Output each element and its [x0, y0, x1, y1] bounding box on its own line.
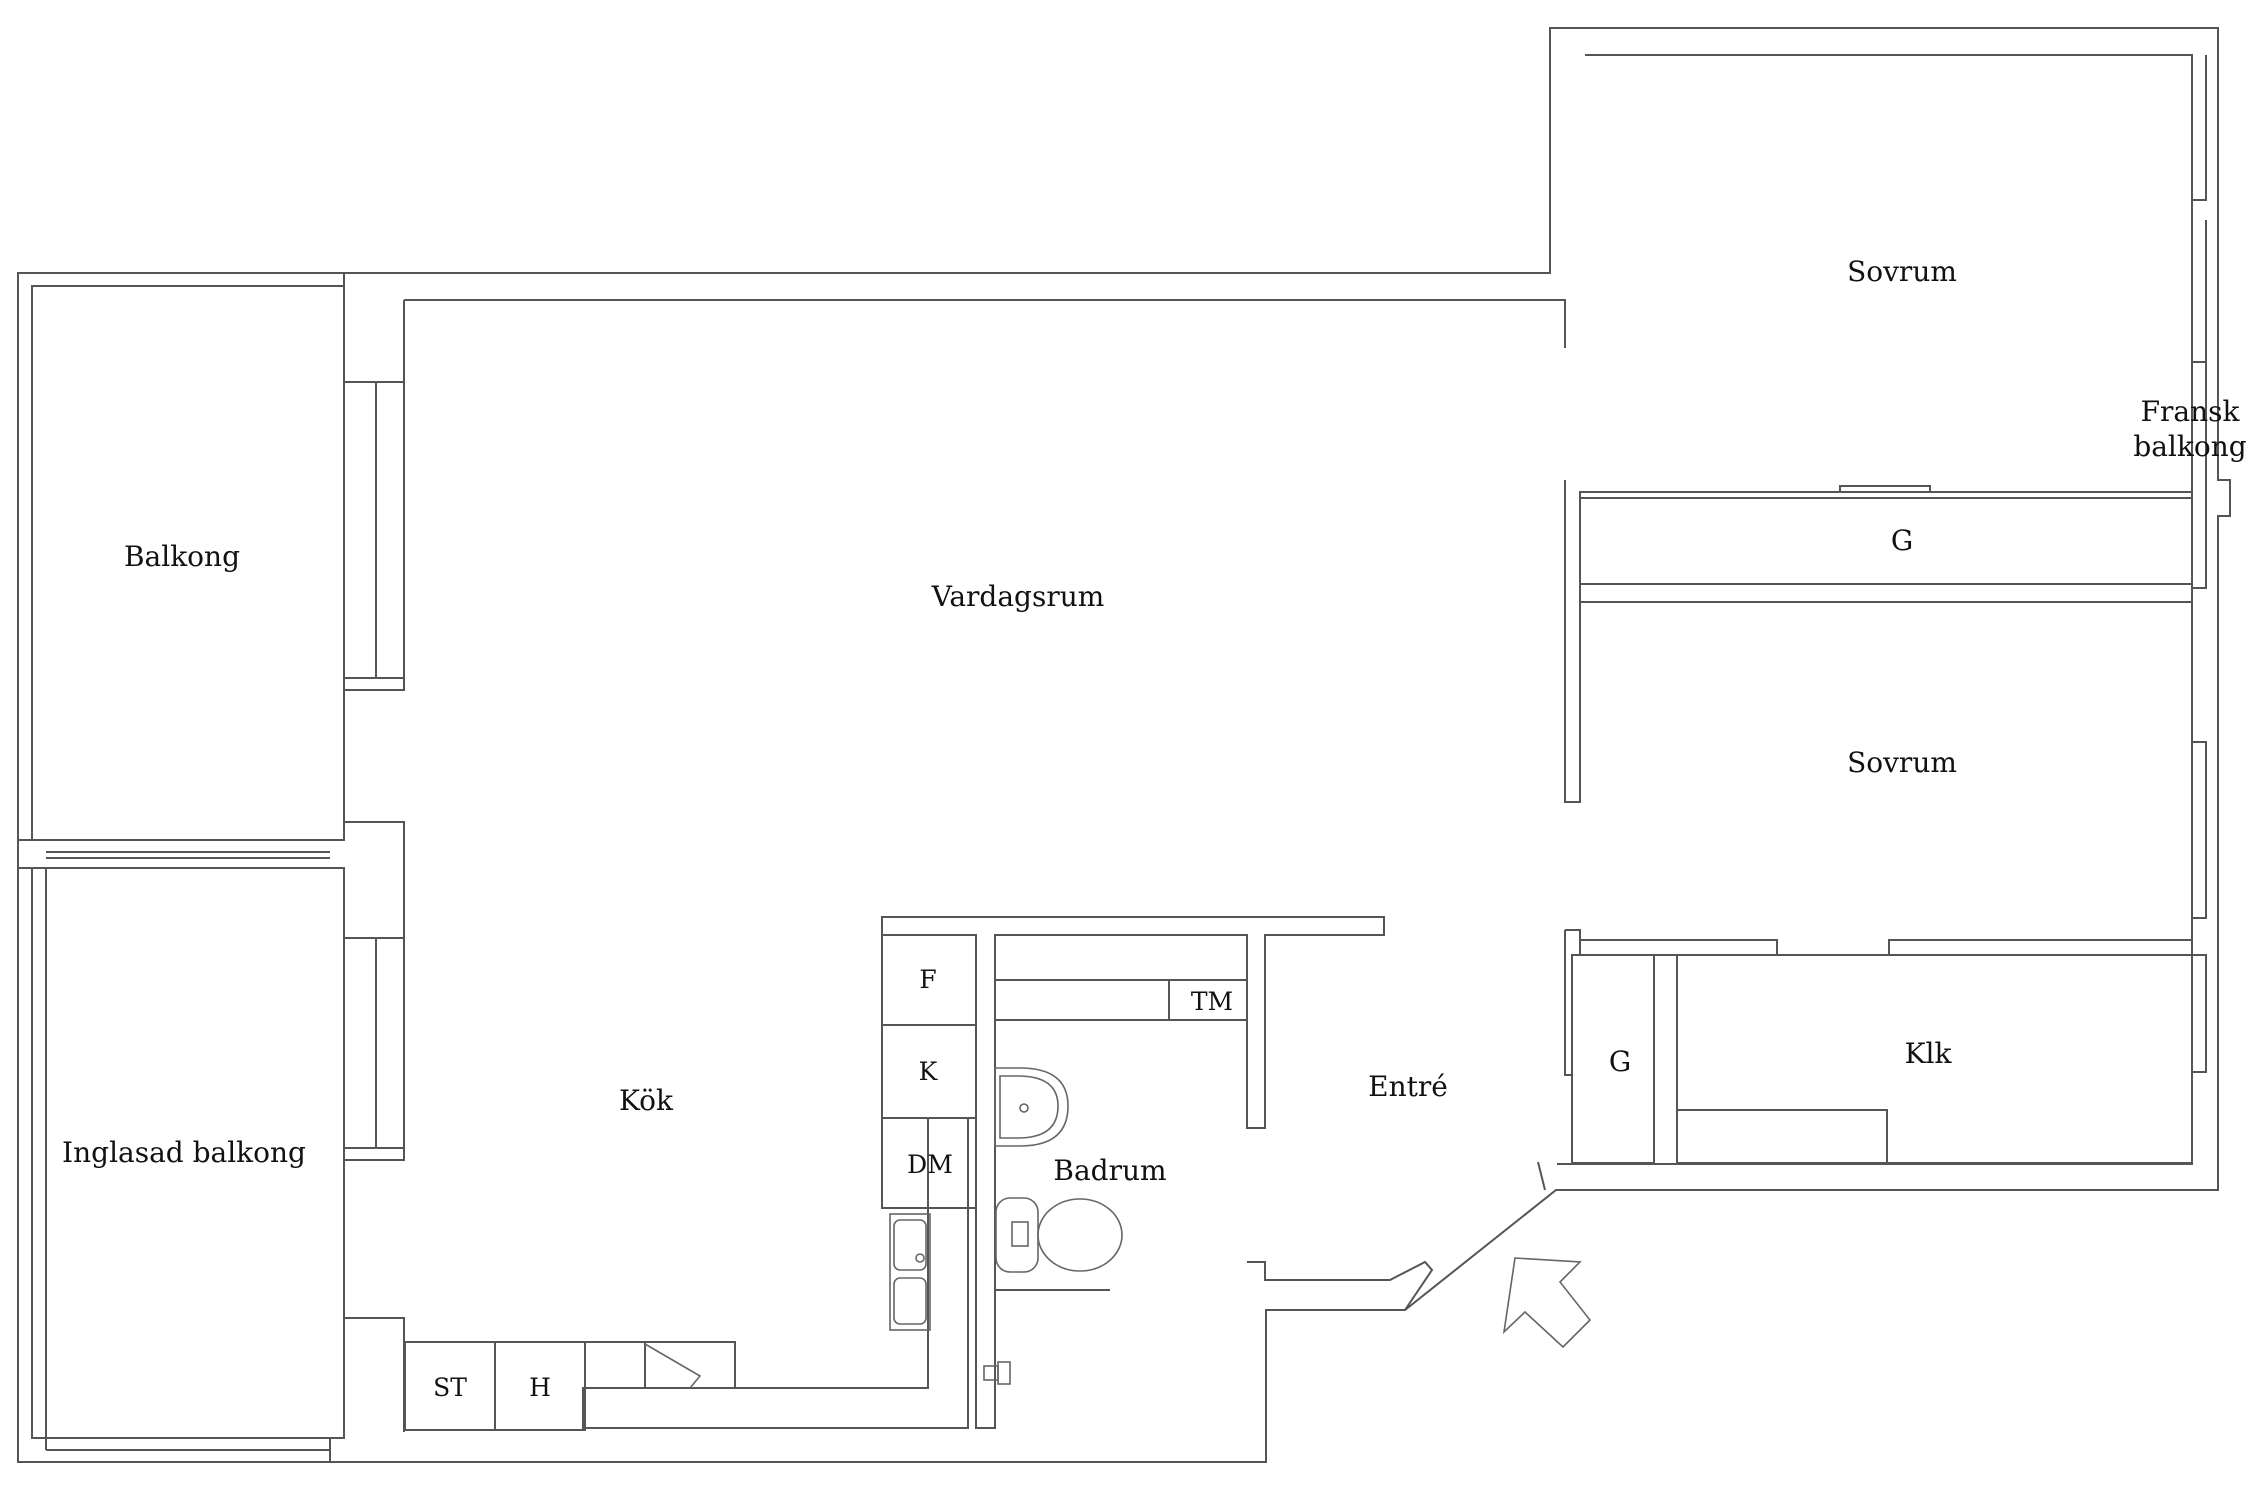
stove-vent: [644, 1343, 702, 1389]
closet-walls: [1537, 929, 2193, 1191]
bathroom-sink: [994, 1067, 1069, 1147]
room-label-garderob-entre: G: [1609, 1045, 1631, 1078]
room-label-inglasad-balkong: Inglasad balkong: [62, 1136, 306, 1169]
fixture-label-kyl: K: [919, 1057, 939, 1086]
living-room-walls: [343, 273, 1566, 1432]
kitchen-walls: [404, 916, 1434, 1431]
fixture-label-diskmaskin: DM: [907, 1150, 953, 1179]
fixture-label-hall: H: [529, 1373, 551, 1402]
entrance-arrow-icon: [1502, 1257, 1592, 1349]
toilet: [995, 1197, 1123, 1273]
outer-walls: [17, 27, 2231, 1463]
bedroom-walls: [1564, 55, 2207, 1073]
balcony-walls: [18, 285, 345, 1462]
room-label-garderob-top: G: [1891, 524, 1913, 557]
fixture-label-tvattmaskin: TM: [1191, 987, 1233, 1016]
room-label-kok: Kök: [619, 1084, 674, 1117]
room-label-balkong-french: balkong: [2133, 430, 2246, 463]
room-label-sovrum-top: Sovrum: [1847, 255, 1957, 288]
room-label-sovrum-mid: Sovrum: [1847, 746, 1957, 779]
room-label-badrum: Badrum: [1053, 1154, 1166, 1187]
shower-valve: [983, 1361, 1011, 1385]
room-label-vardagsrum: Vardagsrum: [931, 580, 1105, 613]
room-label-klk: Klk: [1905, 1037, 1953, 1070]
room-label-fransk: Fransk: [2141, 395, 2241, 428]
room-label-balkong: Balkong: [124, 540, 240, 573]
room-label-entre: Entré: [1368, 1070, 1448, 1103]
kitchen-sink: [889, 1213, 931, 1331]
fixture-label-stad: ST: [433, 1373, 467, 1402]
fixture-label-frys: F: [919, 965, 936, 994]
